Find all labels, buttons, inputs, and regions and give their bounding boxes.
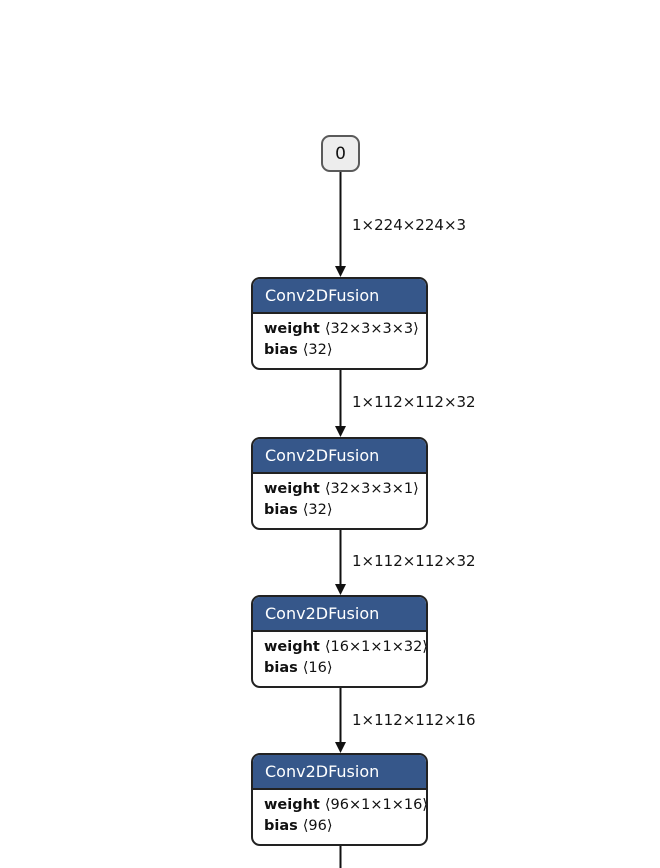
attr-value: ⟨96⟩: [302, 818, 333, 834]
attr-name: bias: [264, 502, 298, 518]
attr-value: ⟨32⟩: [302, 502, 333, 518]
op-node-attributes: weight⟨16×1×1×32⟩ bias⟨16⟩: [253, 632, 426, 686]
attr-name: bias: [264, 660, 298, 676]
edge-tensor-shape-label: 1×112×112×16: [352, 711, 476, 729]
attr-name: weight: [264, 639, 320, 655]
attr-value: ⟨32×3×3×3⟩: [324, 321, 419, 337]
attr-row: weight⟨32×3×3×3⟩: [264, 319, 419, 340]
edge-arrowhead: [335, 742, 346, 753]
attr-row: weight⟨16×1×1×32⟩: [264, 637, 426, 658]
op-node-conv2dfusion-1[interactable]: Conv2DFusion weight⟨32×3×3×3⟩ bias⟨32⟩: [251, 277, 428, 370]
op-node-attributes: weight⟨32×3×3×3⟩ bias⟨32⟩: [253, 314, 426, 368]
attr-value: ⟨32×3×3×1⟩: [324, 481, 419, 497]
attr-row: bias⟨16⟩: [264, 658, 415, 679]
edge-tensor-shape-label: 1×112×112×32: [352, 393, 476, 411]
attr-name: bias: [264, 818, 298, 834]
op-node-conv2dfusion-2[interactable]: Conv2DFusion weight⟨32×3×3×1⟩ bias⟨32⟩: [251, 437, 428, 530]
attr-row: weight⟨96×1×1×16⟩: [264, 795, 426, 816]
op-node-conv2dfusion-3[interactable]: Conv2DFusion weight⟨16×1×1×32⟩ bias⟨16⟩: [251, 595, 428, 688]
edge-tensor-shape-label: 1×224×224×3: [352, 216, 467, 234]
attr-row: bias⟨32⟩: [264, 340, 415, 361]
edge-arrowhead: [335, 584, 346, 595]
attr-value: ⟨96×1×1×16⟩: [324, 797, 428, 813]
op-node-attributes: weight⟨96×1×1×16⟩ bias⟨96⟩: [253, 790, 426, 844]
op-node-title: Conv2DFusion: [253, 439, 426, 474]
input-node-label: 0: [335, 143, 346, 164]
attr-value: ⟨16×1×1×32⟩: [324, 639, 428, 655]
edge-arrowhead: [335, 426, 346, 437]
op-node-title: Conv2DFusion: [253, 597, 426, 632]
edge-arrowhead: [335, 266, 346, 277]
attr-name: bias: [264, 342, 298, 358]
attr-name: weight: [264, 321, 320, 337]
attr-name: weight: [264, 481, 320, 497]
edge-tensor-shape-label: 1×112×112×32: [352, 552, 476, 570]
graph-input-node[interactable]: 0: [321, 135, 360, 172]
attr-value: ⟨32⟩: [302, 342, 333, 358]
op-node-attributes: weight⟨32×3×3×1⟩ bias⟨32⟩: [253, 474, 426, 528]
attr-name: weight: [264, 797, 320, 813]
op-node-title: Conv2DFusion: [253, 279, 426, 314]
op-node-title: Conv2DFusion: [253, 755, 426, 790]
attr-row: weight⟨32×3×3×1⟩: [264, 479, 419, 500]
attr-value: ⟨16⟩: [302, 660, 333, 676]
attr-row: bias⟨96⟩: [264, 816, 415, 837]
op-node-conv2dfusion-4[interactable]: Conv2DFusion weight⟨96×1×1×16⟩ bias⟨96⟩: [251, 753, 428, 846]
attr-row: bias⟨32⟩: [264, 500, 415, 521]
